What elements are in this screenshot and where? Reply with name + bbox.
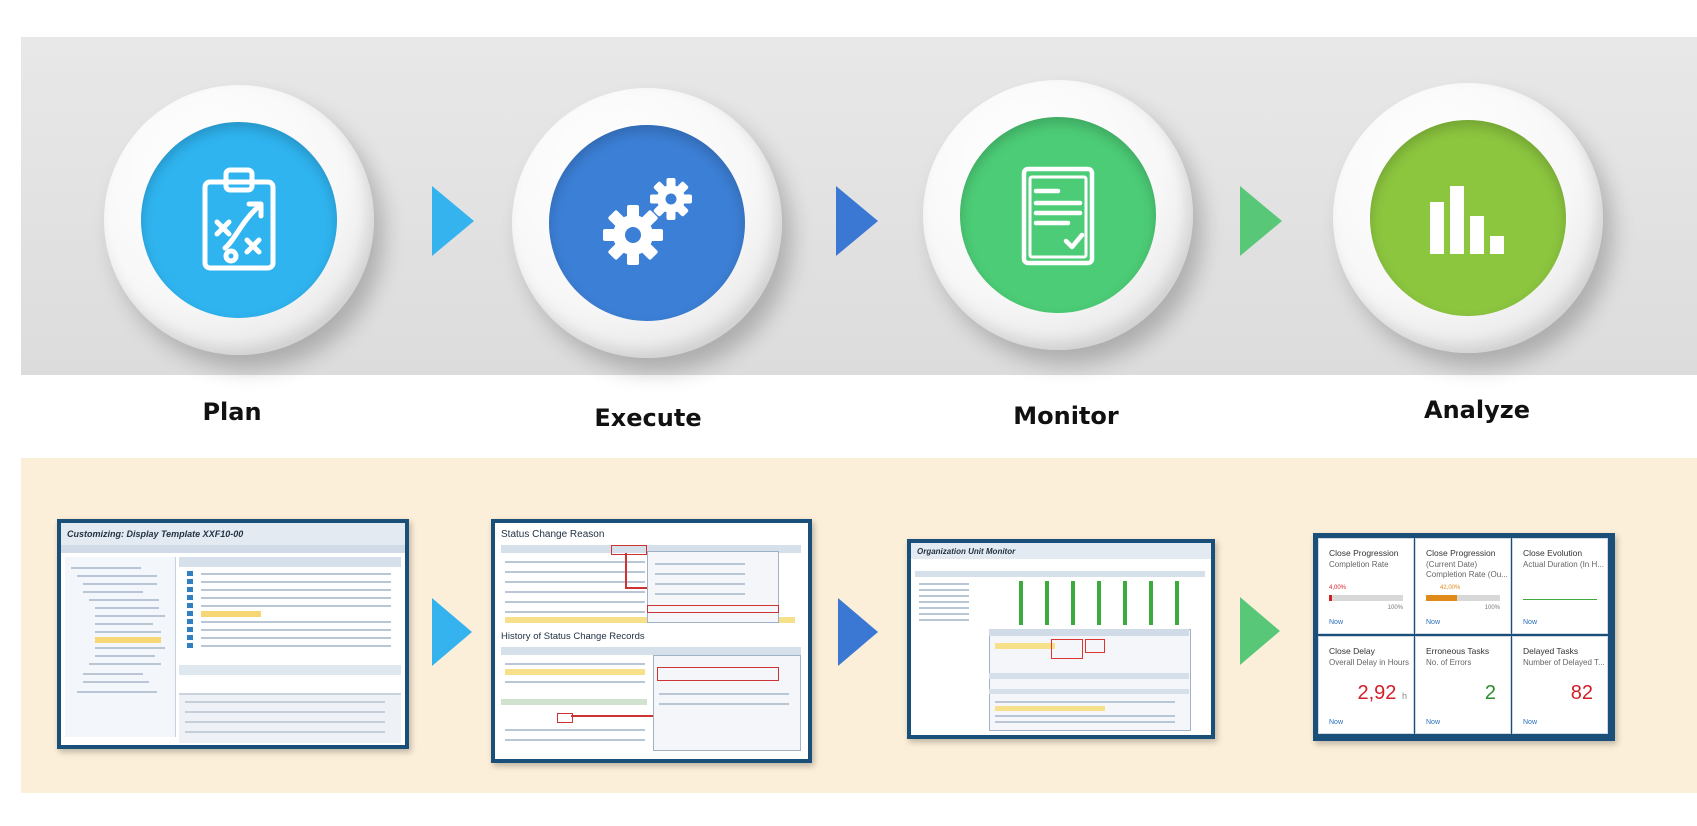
gears-icon: [603, 178, 692, 265]
monitor-screenshot: Organization Unit Monitor: [907, 539, 1215, 739]
analyze-stage-circle: [1333, 83, 1603, 353]
execute-stage-circle: [512, 88, 782, 358]
checklist-document-icon: [1021, 166, 1095, 266]
erroneous-tasks-tile: Erroneous Tasks No. of Errors 2 Now: [1415, 636, 1511, 734]
execute-screenshot-subtitle: History of Status Change Records: [501, 631, 645, 642]
bar-chart-icon: [1430, 186, 1504, 254]
close-progression-tile: Close Progression Completion Rate 4,00% …: [1318, 538, 1414, 634]
execute-label: Execute: [594, 404, 702, 432]
plan-stage-circle: [104, 85, 374, 355]
chevron-right-icon: [838, 598, 878, 666]
close-delay-tile: Close Delay Overall Delay in Hours 2,92 …: [1318, 636, 1414, 734]
chevron-right-icon: [432, 598, 472, 666]
analyze-label: Analyze: [1424, 396, 1530, 424]
monitor-label: Monitor: [1013, 402, 1119, 430]
delayed-tasks-tile: Delayed Tasks Number of Delayed T... 82 …: [1512, 636, 1608, 734]
execute-screenshot: Status Change Reason History of Status C…: [491, 519, 812, 763]
chevron-right-icon: [1240, 597, 1280, 665]
monitor-stage-circle: [923, 80, 1193, 350]
chevron-right-icon: [1240, 186, 1282, 256]
chevron-right-icon: [836, 186, 878, 256]
clipboard-strategy-icon: [202, 167, 276, 271]
close-progression-current-tile: Close Progression (Current Date) Complet…: [1415, 538, 1511, 634]
chevron-right-icon: [432, 186, 474, 256]
analyze-screenshot: Close Progression Completion Rate 4,00% …: [1313, 533, 1615, 741]
plan-screenshot: Customizing: Display Template XXF10-00: [57, 519, 409, 749]
close-evolution-tile: Close Evolution Actual Duration (In H...…: [1512, 538, 1608, 634]
plan-label: Plan: [202, 398, 262, 426]
monitor-screenshot-title: Organization Unit Monitor: [917, 547, 1016, 556]
plan-screenshot-title: Customizing: Display Template XXF10-00: [67, 529, 244, 539]
execute-screenshot-title: Status Change Reason: [501, 529, 605, 540]
